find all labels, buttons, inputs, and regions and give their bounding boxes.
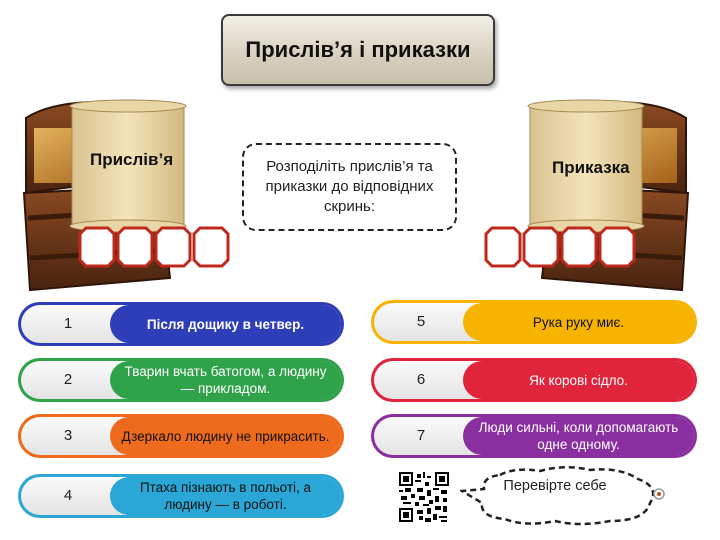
chest-label: Прислів’я [90, 150, 174, 169]
proverb-card-5[interactable]: 5 Рука руку миє. [371, 300, 697, 344]
card-text: Птаха пізнають в польоті, а людину — в р… [110, 477, 341, 515]
proverb-card-4[interactable]: 4 Птаха пізнають в польоті, а людину — в… [18, 474, 344, 518]
chest-sayings[interactable]: Приказка [512, 98, 692, 298]
card-text: Після дощику в четвер. [110, 305, 341, 343]
card-text: Рука руку миє. [463, 303, 694, 341]
drop-slots-sayings[interactable] [484, 226, 638, 270]
treasure-chest-icon [22, 99, 187, 292]
card-number: 3 [63, 427, 73, 444]
card-number: 7 [416, 427, 426, 444]
qr-code-icon[interactable] [399, 472, 449, 522]
card-text: Дзеркало людину не прикрасить. [110, 417, 341, 455]
card-text: Люди сильні, коли допомагають одне одном… [463, 417, 694, 455]
drop-slots-proverbs[interactable] [78, 226, 232, 270]
proverb-card-2[interactable]: 2 Тварин вчать батогом, а людину — прикл… [18, 358, 344, 402]
speech-cloud-icon [460, 466, 665, 526]
instruction-box: Розподіліть прислів’я та приказки до від… [242, 143, 457, 231]
card-number: 2 [63, 371, 73, 388]
card-number: 4 [63, 487, 73, 504]
chest-label: Приказка [552, 158, 630, 177]
check-yourself-button[interactable]: Перевірте себе [503, 478, 607, 494]
proverb-card-6[interactable]: 6 Як корові сідло. [371, 358, 697, 402]
treasure-chest-icon [527, 99, 690, 292]
card-number: 6 [416, 371, 426, 388]
proverb-card-1[interactable]: 1 Після дощику в четвер. [18, 302, 344, 346]
card-number: 1 [63, 315, 73, 332]
proverb-card-7[interactable]: 7 Люди сильні, коли допомагають одне одн… [371, 414, 697, 458]
card-number: 5 [416, 313, 426, 330]
page-title-box: Прислів’я і приказки [221, 14, 495, 86]
page-title: Прислів’я і приказки [245, 37, 471, 62]
proverb-card-3[interactable]: 3 Дзеркало людину не прикрасить. [18, 414, 344, 458]
card-text: Як корові сідло. [463, 361, 694, 399]
card-text: Тварин вчать батогом, а людину — приклад… [110, 361, 341, 399]
chest-proverbs[interactable]: Прислів’я [20, 98, 200, 298]
instruction-text: Розподіліть прислів’я та приказки до від… [265, 158, 434, 215]
